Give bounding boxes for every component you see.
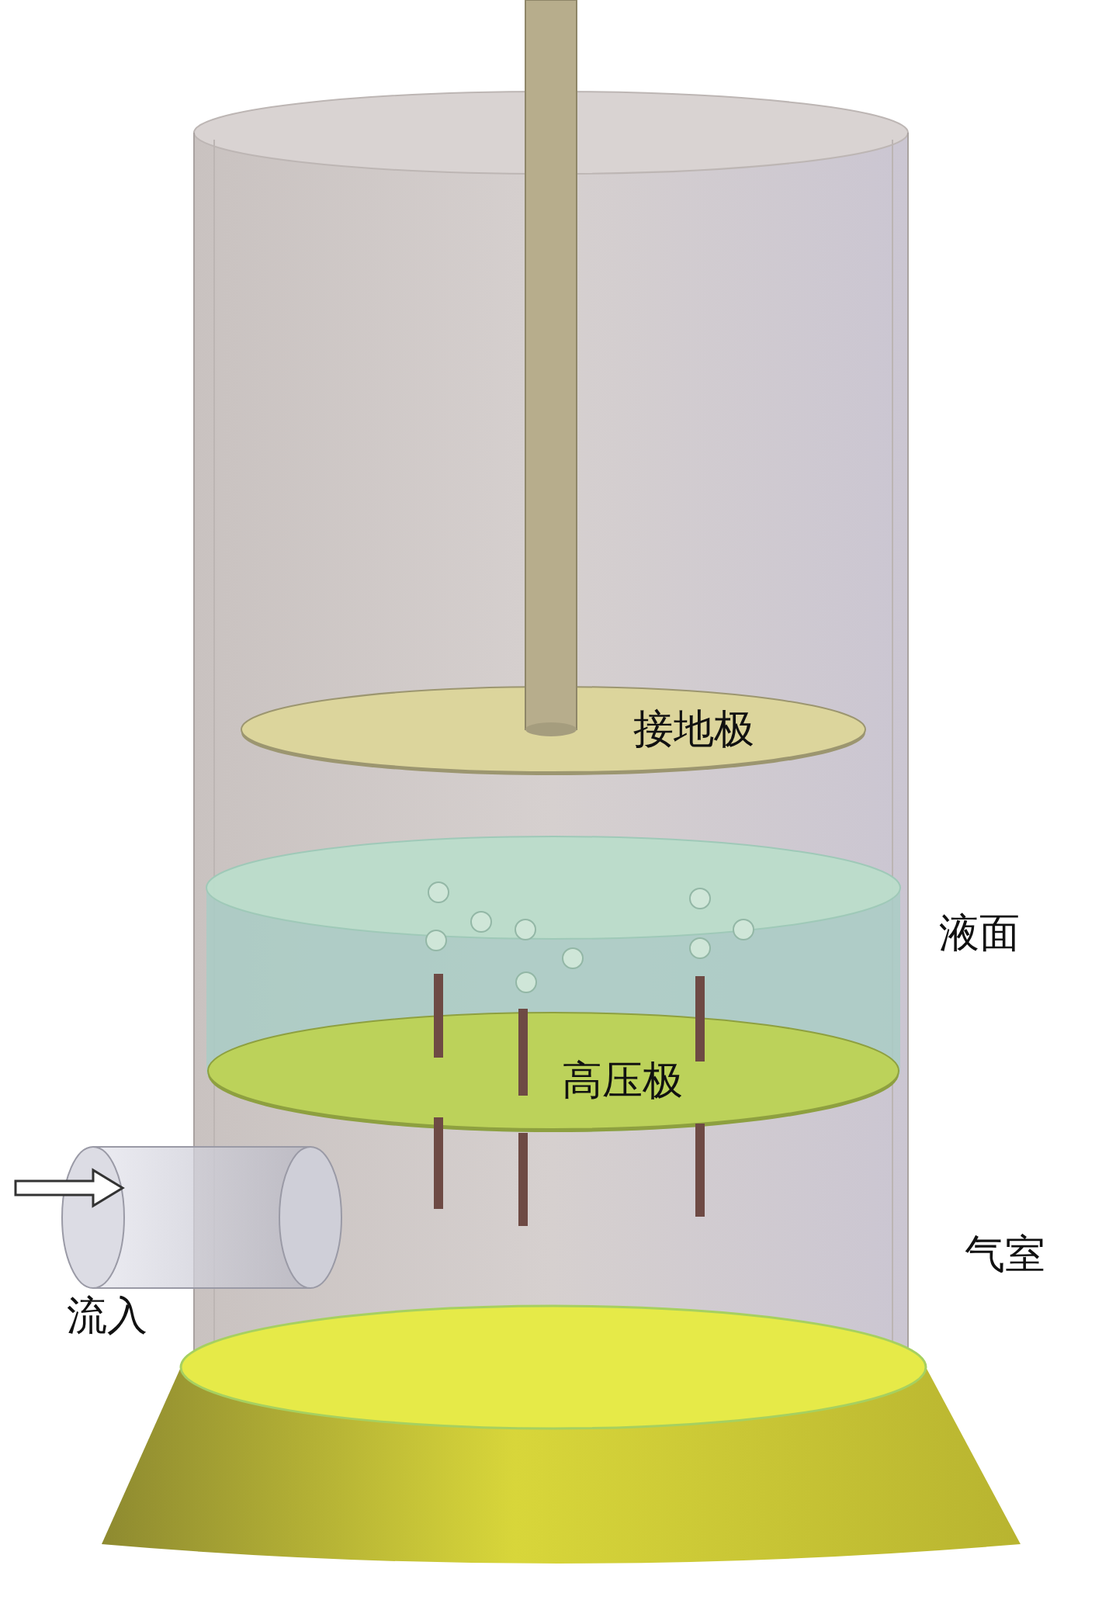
inflow-label: 流入: [66, 1293, 148, 1338]
liquid-level-label: 液面: [939, 911, 1020, 956]
electrode-label: 高压极: [561, 1058, 683, 1103]
high-voltage-electrode: 高压极: [206, 1009, 901, 1133]
disc-outline: [206, 1009, 901, 1133]
ground-electrode: 接地极: [239, 683, 867, 776]
disc-outline: [239, 683, 867, 776]
gas-chamber-label: 气室: [964, 1232, 1046, 1277]
electrode-label: 接地极: [633, 706, 755, 752]
